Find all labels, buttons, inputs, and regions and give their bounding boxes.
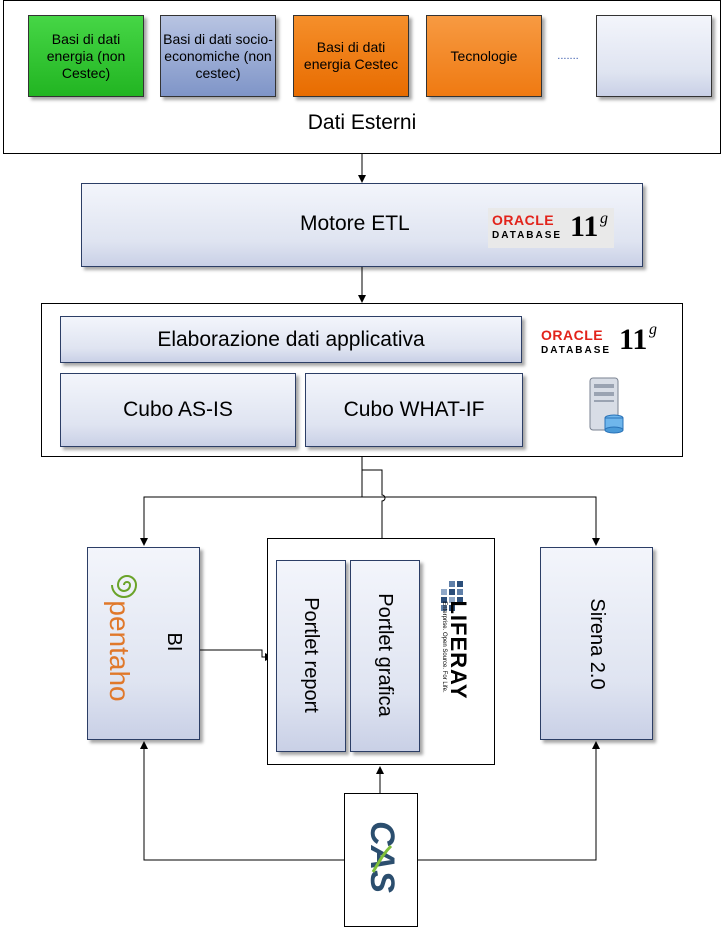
- oracle-logo-db: ORACLE DATABASE 11 g: [537, 321, 667, 361]
- source-label: Basi di dati energia (non Cestec): [46, 30, 126, 81]
- elaborazione-title: Elaborazione dati applicativa: [157, 327, 425, 351]
- arrow-db-to-portlet-grafica: [362, 469, 386, 557]
- source-empty: [596, 15, 712, 97]
- arrow-bi-to-portlet-report: [200, 649, 273, 661]
- arrow-db-to-bi: [140, 496, 362, 546]
- liferay-tagline: Enterprise. Open Source. For Life.: [441, 601, 447, 693]
- bi-box: BI pentaho: [87, 547, 200, 740]
- source-ellipsis: .......: [557, 50, 579, 62]
- source-energia-cestec: Basi di dati energia Cestec: [293, 15, 409, 97]
- pentaho-logo: pentaho: [104, 600, 135, 702]
- cube-asis-box: Cubo AS-IS: [60, 373, 296, 447]
- source-label: Tecnologie: [450, 47, 518, 64]
- source-label: Basi di dati energia Cestec: [303, 39, 399, 72]
- portal-container: Portlet report Portlet grafica LIFERAY E…: [267, 538, 495, 765]
- oracle-sub: DATABASE: [541, 345, 612, 356]
- arrow-cas-to-sirena: [418, 741, 600, 861]
- portlet-report-label: Portlet report: [300, 597, 322, 713]
- cas-swoosh-icon: [371, 844, 393, 873]
- sirena-label: Sirena 2.0: [586, 598, 608, 690]
- arrow-db-to-sirena: [362, 496, 600, 546]
- server-icon: [589, 377, 624, 434]
- source-tecnologie: Tecnologie: [426, 15, 542, 97]
- sirena-box: Sirena 2.0: [540, 547, 653, 740]
- elaborazione-box: Elaborazione dati applicativa: [60, 316, 522, 363]
- oracle-sub: DATABASE: [492, 230, 563, 241]
- source-label: Basi di dati socio-economiche (non ceste…: [163, 30, 273, 81]
- oracle-version-sup: g: [600, 210, 608, 227]
- pentaho-swirl-icon: [111, 575, 138, 598]
- liferay-grid-icon: [441, 581, 463, 611]
- oracle-version-sup: g: [649, 321, 657, 338]
- source-energia-non-cestec: Basi di dati energia (non Cestec): [28, 15, 144, 97]
- bi-label: BI: [163, 632, 185, 652]
- portlet-grafica-label: Portlet grafica: [374, 593, 396, 717]
- cube-asis-label: Cubo AS-IS: [123, 398, 233, 421]
- database-container: Elaborazione dati applicativa Cubo AS-IS…: [41, 303, 683, 457]
- arrow-cas-to-bi: [140, 741, 344, 861]
- cas-box: CAS: [344, 793, 418, 927]
- oracle-version: 11: [570, 210, 599, 243]
- oracle-brand: ORACLE: [541, 327, 604, 343]
- source-socio-economiche: Basi di dati socio-economiche (non ceste…: [160, 15, 276, 97]
- oracle-brand: ORACLE: [492, 212, 555, 228]
- oracle-version: 11: [619, 323, 648, 356]
- etl-title: Motore ETL: [300, 212, 410, 235]
- external-data-title: Dati Esterni: [307, 111, 417, 134]
- cube-whatif-box: Cubo WHAT-IF: [305, 373, 523, 447]
- etl-engine-box: Motore ETL ORACLE DATABASE 11 g: [81, 183, 643, 267]
- oracle-logo-etl: ORACLE DATABASE 11 g: [488, 208, 614, 248]
- portlet-report-box: Portlet report: [276, 560, 346, 752]
- cube-whatif-label: Cubo WHAT-IF: [343, 398, 485, 421]
- portlet-grafica-box: Portlet grafica: [350, 560, 420, 752]
